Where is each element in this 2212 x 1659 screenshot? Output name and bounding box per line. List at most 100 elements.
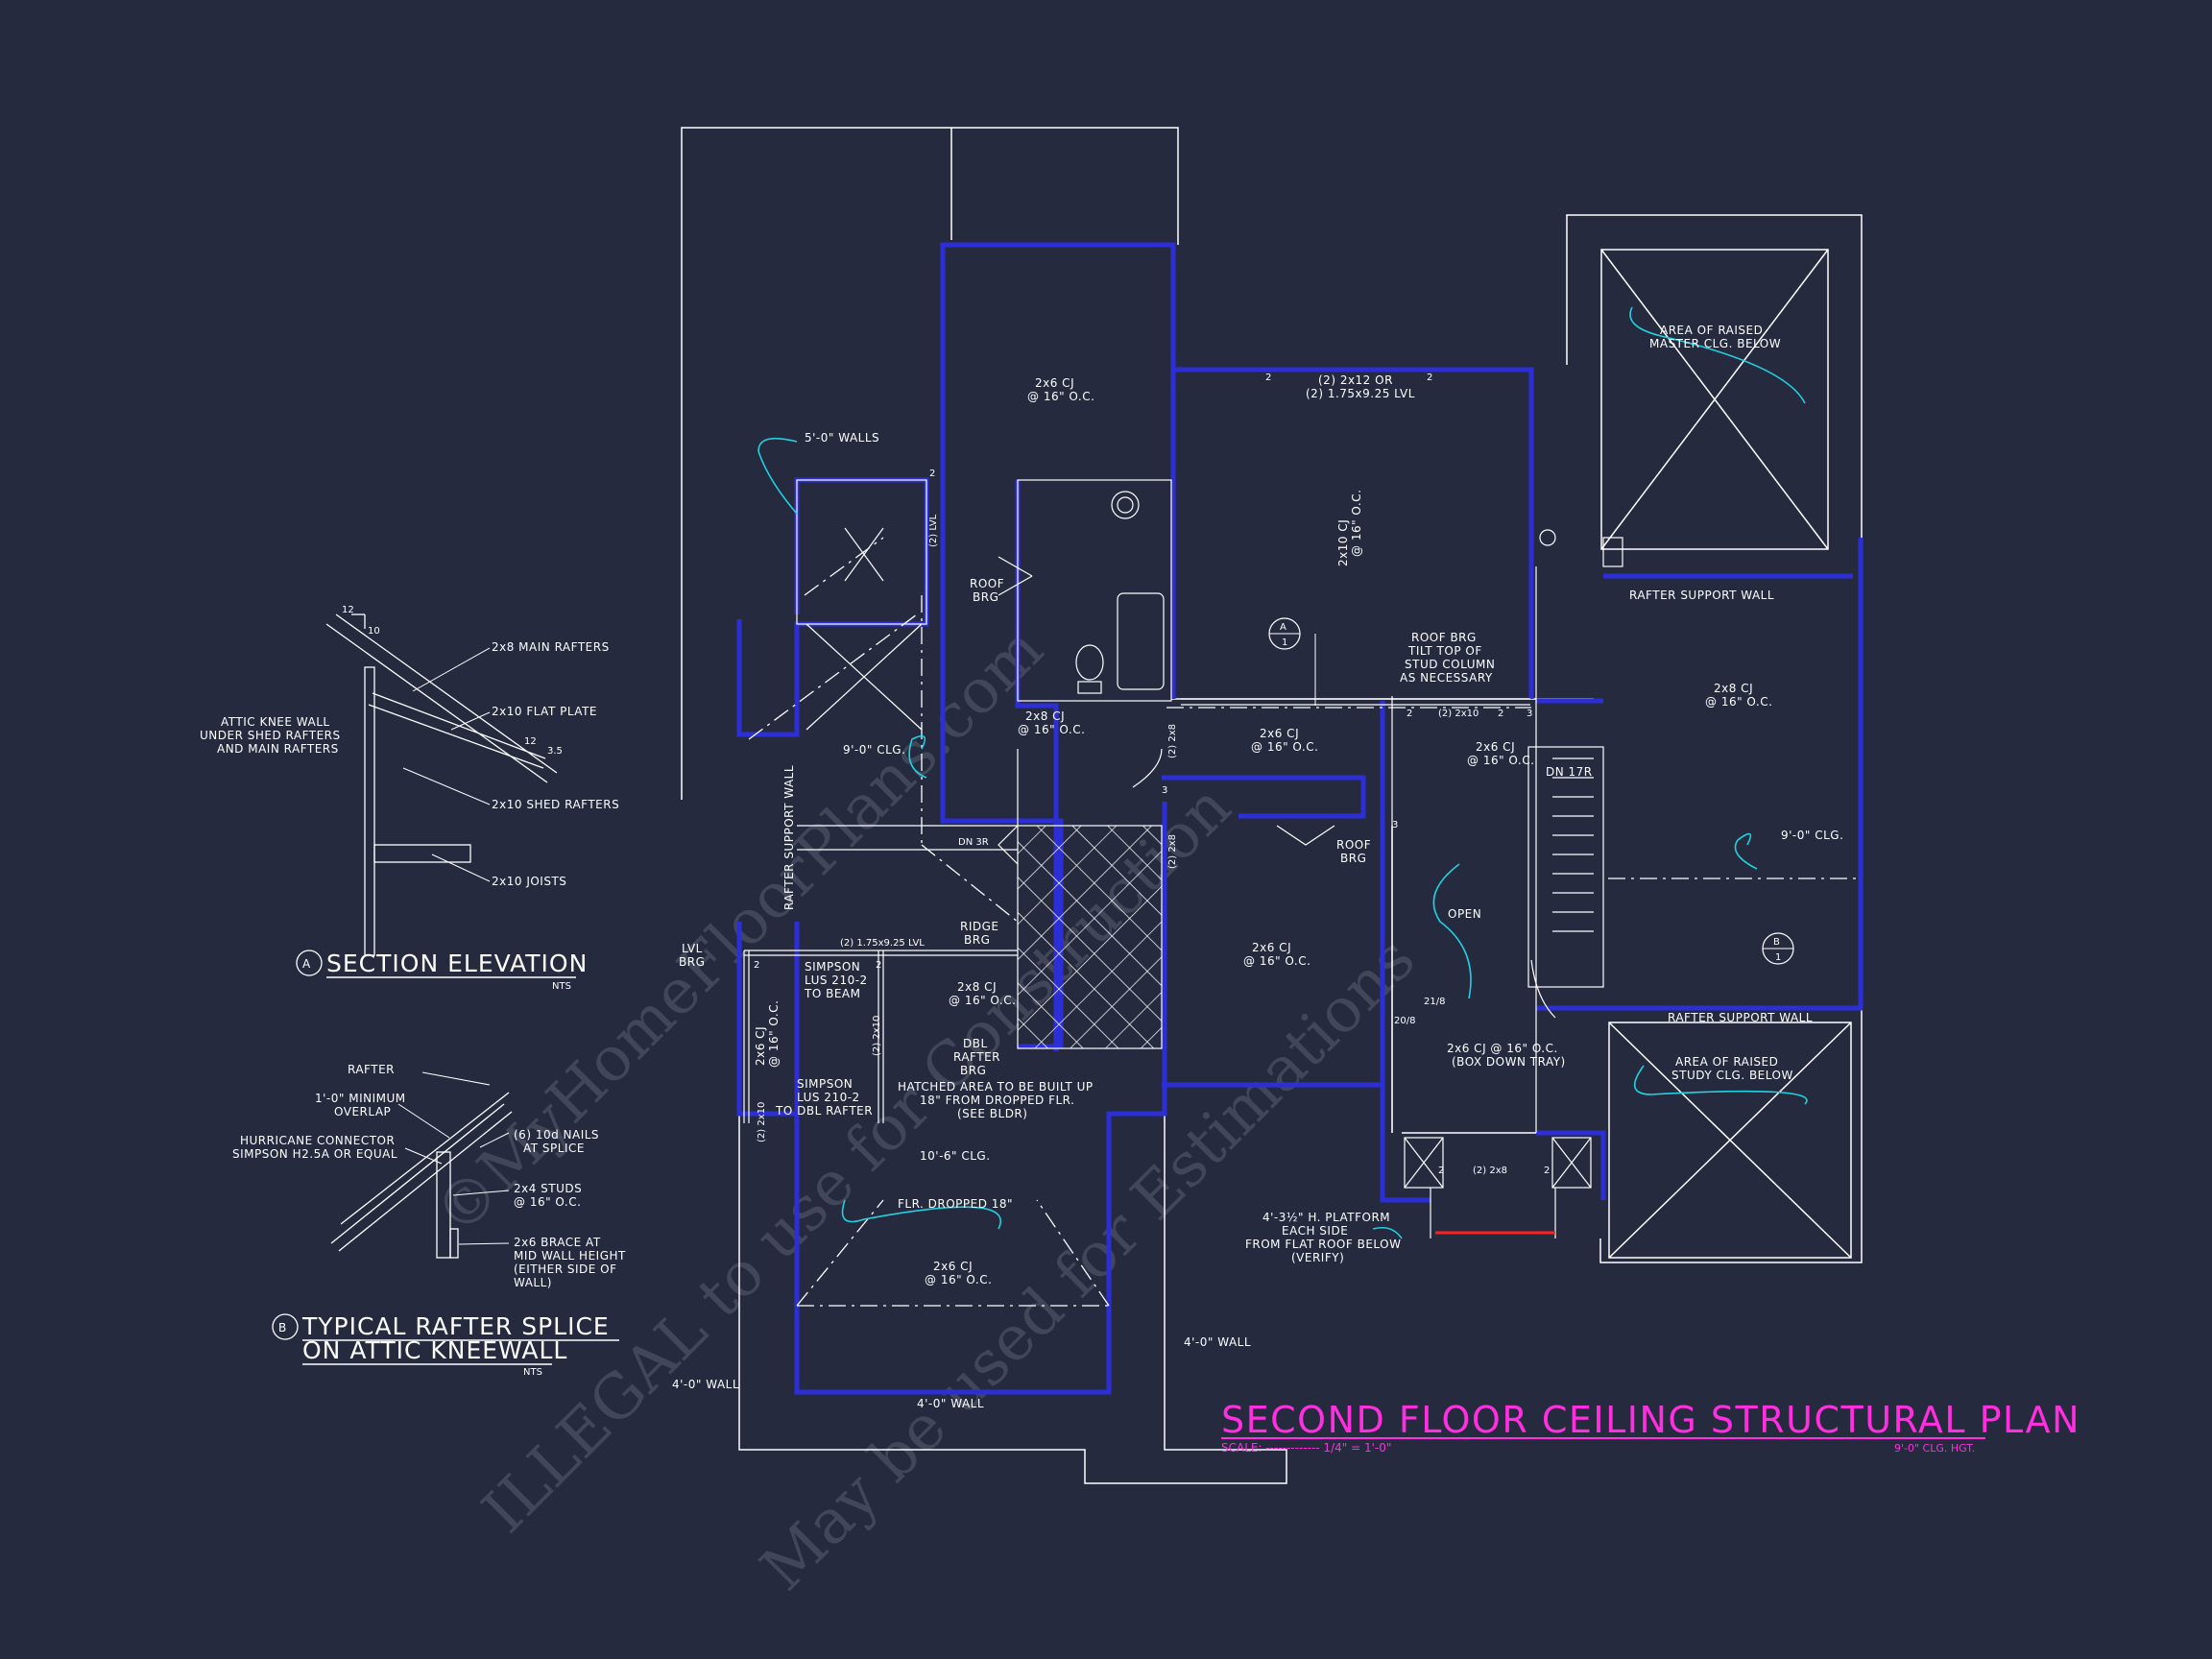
section-a-bubble xyxy=(296,950,323,976)
note-rafter-support-vert: RAFTER SUPPORT WALL xyxy=(782,765,796,910)
label-shed-rafters: 2x10 SHED RAFTERS xyxy=(492,798,619,811)
note-simpson-b2: LUS 210-2 xyxy=(797,1091,860,1104)
title-block: SECOND FLOOR CEILING STRUCTURAL PLAN SCA… xyxy=(1221,1399,2080,1455)
label-nails-1: (6) 10d NAILS xyxy=(514,1128,599,1142)
note-roof-tilt-4: AS NECESSARY xyxy=(1400,671,1493,685)
note-5-walls: 5'-0" WALLS xyxy=(805,431,879,445)
note-simpson-3: TO BEAM xyxy=(804,987,860,1000)
note-cj-2x8-mid-1: 2x8 CJ xyxy=(1025,709,1065,723)
label-studs-2: @ 16" O.C. xyxy=(514,1195,581,1209)
label-overlap-2: OVERLAP xyxy=(334,1105,391,1118)
label-knee-wall-2: UNDER SHED RAFTERS xyxy=(200,729,341,742)
note-cj-2x10-2: @ 16" O.C. xyxy=(1350,490,1363,557)
cyan-leaders xyxy=(757,306,1808,1239)
note-cj-2x6-mid-1: 2x6 CJ xyxy=(1260,727,1299,740)
note-raised-master-1: AREA OF RAISED xyxy=(1660,324,1763,337)
section-a-letter: A xyxy=(302,957,311,971)
num-2-d: 2 xyxy=(1407,709,1412,719)
section-b-leaders xyxy=(397,1071,510,1245)
num-2-h: 2 xyxy=(1438,1166,1444,1176)
title-scale: SCALE: ------------- 1/4" = 1'-0" xyxy=(1221,1441,1391,1455)
note-clg-9-right: 9'-0" CLG. xyxy=(1781,829,1843,842)
num-2-g: 2 xyxy=(876,960,881,971)
pitch2-rise: 3.5 xyxy=(547,746,563,757)
note-cj-top-2: @ 16" O.C. xyxy=(1027,390,1094,403)
note-simpson-1: SIMPSON xyxy=(805,960,860,974)
dash-dot-lines xyxy=(748,537,1858,1307)
label-knee-wall-3: AND MAIN RAFTERS xyxy=(217,742,339,756)
note-roof-brg-4: BRG xyxy=(1340,852,1366,865)
note-2x8-vertical-2: (2) 2x8 xyxy=(1167,724,1178,758)
note-box-down-2: (BOX DOWN TRAY) xyxy=(1452,1055,1566,1069)
note-cj-2x6-stair-1: 2x6 CJ xyxy=(1476,740,1515,754)
note-wall-4-left: 4'-0" WALL xyxy=(672,1378,739,1391)
note-dn-17r: DN 17R xyxy=(1546,765,1593,779)
callout-b-sheet: 1 xyxy=(1775,952,1781,963)
note-2x8-vertical: (2) 2x8 xyxy=(1167,834,1178,869)
num-3-a: 3 xyxy=(1527,709,1532,719)
label-main-rafters: 2x8 MAIN RAFTERS xyxy=(492,640,610,654)
pitch-rise: 12 xyxy=(342,605,354,615)
note-hatched-2: 18" FROM DROPPED FLR. xyxy=(920,1094,1074,1107)
note-lvl-vertical: (2) LVL xyxy=(928,514,939,547)
note-roof-tilt-2: TILT TOP OF xyxy=(1407,644,1482,658)
note-simpson-b1: SIMPSON xyxy=(797,1077,853,1091)
label-overlap-1: 1'-0" MINIMUM xyxy=(315,1092,406,1105)
watermark: ©MyHomeFloorPlans.com ILLEGAL to use for… xyxy=(421,613,1429,1604)
note-simpson-2: LUS 210-2 xyxy=(805,974,868,987)
note-cj-2x10-1: 2x10 CJ xyxy=(1336,519,1350,566)
note-cj-left-2: @ 16" O.C. xyxy=(767,1000,781,1068)
note-roof-brg-2: BRG xyxy=(973,590,998,604)
note-ridge-1: RIDGE xyxy=(960,920,999,933)
note-lvl-brg-2: BRG xyxy=(679,955,705,969)
note-dbl-rafter-2: RAFTER xyxy=(953,1050,1000,1064)
label-brace-3: (EITHER SIDE OF xyxy=(514,1262,617,1276)
num-2-f: 2 xyxy=(754,960,759,971)
num-2-e: 2 xyxy=(1498,709,1503,719)
note-cj-2x8-right-2: @ 16" O.C. xyxy=(1705,695,1772,709)
section-b-bubble xyxy=(272,1313,299,1340)
num-2-i: 2 xyxy=(1544,1166,1550,1176)
note-roof-tilt-3: STUD COLUMN xyxy=(1405,658,1495,671)
note-raised-master-2: MASTER CLG. BELOW xyxy=(1649,337,1781,350)
note-raised-study-1: AREA OF RAISED xyxy=(1675,1055,1778,1069)
note-wall-4-right: 4'-0" WALL xyxy=(1184,1335,1251,1349)
pitch2-run: 12 xyxy=(524,736,537,747)
note-rafter-support-2: RAFTER SUPPORT WALL xyxy=(1668,1011,1813,1024)
note-clg-9-left: 9'-0" CLG. xyxy=(843,743,905,757)
note-cj-2x6-mid-2: @ 16" O.C. xyxy=(1251,740,1318,754)
note-platform-4: (VERIFY) xyxy=(1291,1251,1344,1264)
section-a-nts: NTS xyxy=(552,981,571,992)
label-rafter: RAFTER xyxy=(348,1063,395,1076)
note-lvl-2: (2) 1.75x9.25 LVL xyxy=(1306,387,1415,400)
note-rafter-support-1: RAFTER SUPPORT WALL xyxy=(1629,589,1774,602)
section-b-detail xyxy=(330,1092,513,1259)
note-box-down-1: 2x6 CJ @ 16" O.C. xyxy=(1447,1042,1558,1055)
section-b-heading-2: ON ATTIC KNEEWALL xyxy=(302,1336,567,1364)
title-ceiling-height: 9'-0" CLG. HGT. xyxy=(1894,1442,1975,1455)
note-lvl-small: (2) 1.75x9.25 LVL xyxy=(840,938,925,949)
note-hatched-1: HATCHED AREA TO BE BUILT UP xyxy=(898,1080,1094,1094)
callout-b: B 1 xyxy=(1762,932,1794,965)
note-raised-study-2: STUDY CLG. BELOW xyxy=(1671,1069,1793,1082)
section-a-leaders xyxy=(402,647,491,882)
num-2-a: 2 xyxy=(1265,373,1271,383)
note-cj-2x8-mid-2: @ 16" O.C. xyxy=(1018,723,1085,736)
note-open: OPEN xyxy=(1448,907,1481,921)
note-2x10-vert-2: (2) 2x10 xyxy=(872,1016,882,1056)
note-cj-bottom-2: @ 16" O.C. xyxy=(925,1273,992,1286)
note-roof-brg-3: ROOF xyxy=(1336,838,1371,852)
note-2x10-vert-1: (2) 2x10 xyxy=(757,1102,767,1142)
note-20-8: 20/8 xyxy=(1394,1016,1415,1026)
note-dbl-rafter-3: BRG xyxy=(960,1064,986,1077)
label-brace-2: MID WALL HEIGHT xyxy=(514,1249,626,1262)
note-roof-brg-1: ROOF xyxy=(970,577,1004,590)
interior-lines xyxy=(743,479,1623,1238)
title-main: SECOND FLOOR CEILING STRUCTURAL PLAN xyxy=(1221,1399,2080,1441)
num-3-b: 3 xyxy=(1162,785,1167,796)
note-lvl-brg-1: LVL xyxy=(682,942,703,955)
note-cj-2x8-low-2: @ 16" O.C. xyxy=(949,994,1016,1007)
note-cj-2x6-lower-1: 2x6 CJ xyxy=(1252,941,1291,954)
note-cj-bottom-1: 2x6 CJ xyxy=(933,1260,973,1273)
